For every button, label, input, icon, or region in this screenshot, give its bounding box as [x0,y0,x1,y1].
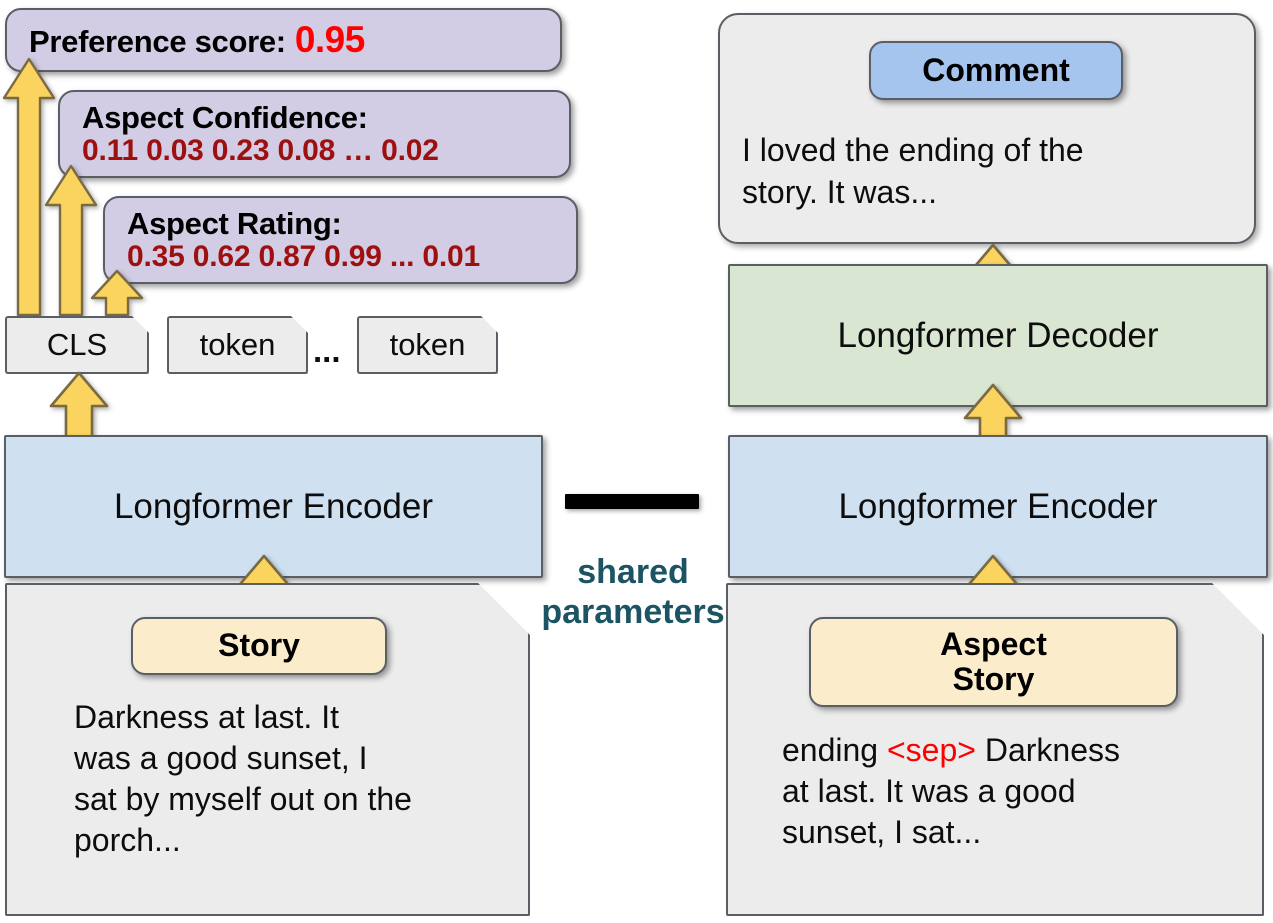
token-box-last: token [357,316,498,374]
aspect-rating-values: 0.35 0.62 0.87 0.99 ... 0.01 [127,240,481,274]
token-ellipsis: ... [313,332,341,369]
cls-token-label: CLS [46,327,108,362]
token-label-first: token [199,327,276,362]
story-text-left: Darkness at last. It was a good sunset, … [74,699,412,858]
comment-text: I loved the ending of the story. It was.… [742,132,1084,210]
aspect-rating-label: Aspect Rating: [127,205,342,241]
sep-token: <sep> [886,732,976,768]
preference-score-box: Preference score: 0.95 [5,8,562,72]
comment-tag: Comment [869,41,1123,100]
aspect-confidence-box: Aspect Confidence: 0.11 0.03 0.23 0.08 …… [58,90,571,178]
aspect-story-text-after: Darkness at last. It was a good sunset, … [782,732,1120,850]
longformer-decoder-label: Longformer Decoder [837,315,1159,355]
preference-score-label: Preference score: [29,24,286,60]
token-box-first: token [167,316,308,374]
aspect-story-text: ending <sep> Darkness at last. It was a … [782,730,1252,853]
token-label-last: token [389,327,466,362]
longformer-encoder-right: Longformer Encoder [728,435,1268,578]
aspect-story-tag-label: Aspect Story [940,625,1047,697]
longformer-decoder: Longformer Decoder [728,264,1268,407]
aspect-story-tag: Aspect Story [809,617,1178,707]
aspect-rating-box: Aspect Rating: 0.35 0.62 0.87 0.99 ... 0… [103,196,578,284]
story-tag-left-label: Story [218,627,300,664]
arrow-cls-to-preference-score [2,56,56,318]
longformer-encoder-left-label: Longformer Encoder [113,486,434,526]
preference-score-value: 0.95 [294,19,366,61]
arrow-cls-to-aspect-rating [90,268,144,318]
story-tag-left: Story [131,617,387,675]
aspect-story-text-before: ending [782,732,887,768]
longformer-encoder-right-label: Longformer Encoder [838,486,1158,526]
longformer-encoder-left: Longformer Encoder [4,435,543,578]
aspect-confidence-values: 0.11 0.03 0.23 0.08 … 0.02 [82,134,439,168]
cls-token-box: CLS [5,316,149,374]
comment-tag-label: Comment [922,51,1070,88]
arrow-cls-to-aspect-confidence [44,163,98,318]
preference-score-row: Preference score: 0.95 [29,20,365,60]
arrow-left-encoder-to-cls [48,370,110,440]
shared-parameters-connector [565,494,699,509]
shared-parameters-label: shared parameters [541,553,725,632]
aspect-confidence-label: Aspect Confidence: [82,99,368,135]
